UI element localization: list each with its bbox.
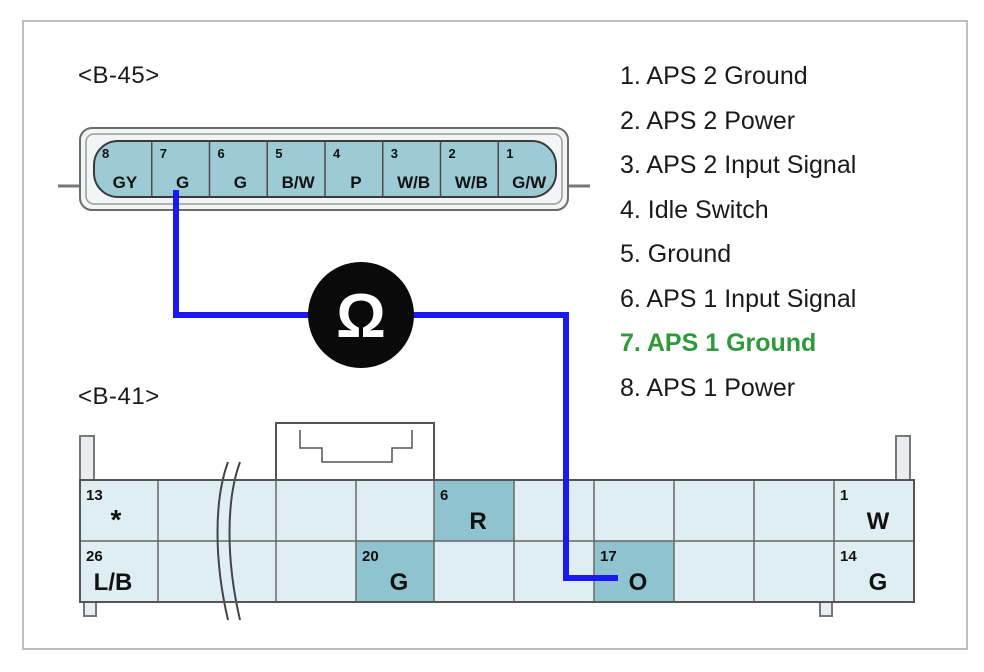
- pin-wire-color: G: [390, 569, 409, 596]
- pin-wire-color: G: [234, 173, 247, 192]
- pin-number: 8: [102, 146, 109, 161]
- pin-wire-color: R: [469, 508, 486, 535]
- pin-number: 6: [440, 487, 448, 504]
- connector-b41-label: <B-41>: [78, 383, 160, 410]
- pin-wire-color: *: [111, 504, 122, 535]
- pin-wire-color: P: [350, 173, 361, 192]
- pin-cell-shaded: [594, 541, 674, 602]
- pin-cell-shaded: [434, 480, 514, 541]
- pin-number: 1: [840, 487, 848, 504]
- legend-item: 2. APS 2 Power: [620, 106, 796, 135]
- connector-b41: 13 * 6R 1W 26L/B 20G 17O 14G: [79, 422, 915, 621]
- pin-number: 1: [506, 146, 513, 161]
- legend-item-highlighted: 7. APS 1 Ground: [620, 329, 817, 357]
- ohm-symbol: Ω: [336, 282, 386, 351]
- legend-item: 4. Idle Switch: [620, 195, 769, 224]
- pin-number: 3: [391, 146, 398, 161]
- pin-wire-color: L/B: [94, 569, 133, 596]
- pin-number: 14: [840, 548, 857, 565]
- pin-legend: 1. APS 2 Ground 2. APS 2 Power 3. APS 2 …: [620, 58, 856, 414]
- pin-number: 13: [86, 487, 103, 504]
- pin-wire-color: O: [629, 569, 648, 596]
- pin-wire-color: W/B: [397, 173, 430, 192]
- pin-cell-shaded: [356, 541, 434, 602]
- pin-wire-color: G: [176, 173, 189, 192]
- pin-number: 6: [218, 146, 225, 161]
- pin-number: 7: [160, 146, 167, 161]
- pin-wire-color: GY: [113, 173, 138, 192]
- probe-wire: [412, 312, 618, 581]
- pin-wire-color: B/W: [282, 173, 316, 192]
- pin-number: 17: [600, 548, 617, 565]
- pin-wire-color: W/B: [455, 173, 488, 192]
- probe-wire: [173, 190, 312, 318]
- connector-b45-label: <B-45>: [78, 62, 160, 89]
- pin-number: 2: [449, 146, 456, 161]
- pin-number: 4: [333, 146, 341, 161]
- pin-wire-color: G: [869, 569, 888, 596]
- pin-number: 20: [362, 548, 379, 565]
- legend-item: 8. APS 1 Power: [620, 373, 796, 402]
- ohmmeter-icon: Ω: [308, 262, 414, 368]
- pin-wire-color: G/W: [512, 173, 547, 192]
- legend-item: 6. APS 1 Input Signal: [620, 284, 857, 313]
- pin-number: 26: [86, 548, 103, 565]
- legend-item: 1. APS 2 Ground: [620, 62, 808, 90]
- legend-item: 5. Ground: [620, 240, 732, 268]
- pin-number: 5: [275, 146, 282, 161]
- pin-wire-color: W: [867, 508, 890, 535]
- legend-item: 3. APS 2 Input Signal: [620, 151, 857, 179]
